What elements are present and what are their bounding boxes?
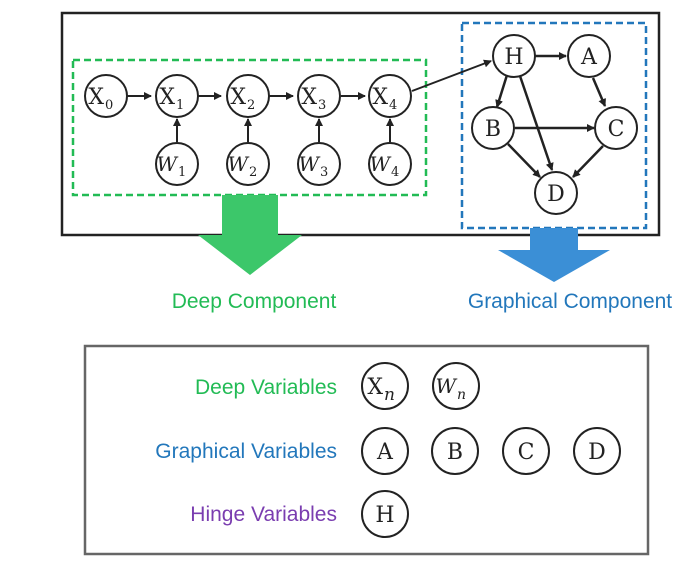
svg-text:0: 0 bbox=[105, 98, 113, 113]
legend-box bbox=[83, 344, 650, 556]
node-c: C bbox=[594, 106, 638, 150]
svg-text:n: n bbox=[384, 385, 395, 405]
deep-down-arrow bbox=[198, 195, 302, 275]
node-x0: X 0 bbox=[84, 74, 128, 118]
svg-text:2: 2 bbox=[247, 98, 255, 113]
outer-frame bbox=[60, 11, 661, 237]
svg-text:D: D bbox=[588, 440, 606, 465]
legend-node-xn: X n bbox=[361, 362, 409, 410]
svg-text:B: B bbox=[485, 117, 501, 142]
edge-c-d bbox=[572, 145, 604, 178]
legend-deep-label: Deep Variables bbox=[195, 376, 337, 399]
svg-text:X: X bbox=[301, 85, 317, 110]
svg-text:X: X bbox=[88, 85, 104, 110]
svg-text:W: W bbox=[156, 152, 178, 176]
deep-w-nodes: W 1 W 2 W 3 W 4 bbox=[155, 142, 412, 186]
node-x1: X 1 bbox=[155, 74, 199, 118]
svg-text:4: 4 bbox=[391, 165, 399, 180]
node-x2: X 2 bbox=[226, 74, 270, 118]
svg-text:A: A bbox=[376, 440, 394, 465]
svg-text:X: X bbox=[367, 375, 383, 400]
svg-text:3: 3 bbox=[318, 98, 326, 113]
svg-text:1: 1 bbox=[176, 98, 184, 113]
svg-text:H: H bbox=[504, 45, 523, 70]
node-x3: X 3 bbox=[297, 74, 341, 118]
legend-node-a: A bbox=[361, 427, 409, 475]
graph-edges bbox=[495, 52, 607, 178]
edge-h-d bbox=[518, 75, 554, 171]
deep-x-nodes: X 0 X 1 X 2 X 3 X 4 bbox=[84, 74, 412, 118]
svg-text:B: B bbox=[447, 440, 463, 465]
node-w3: W 3 bbox=[297, 142, 341, 186]
deep-component-label: Deep Component bbox=[172, 290, 337, 313]
edge-b-d bbox=[507, 143, 541, 178]
svg-text:1: 1 bbox=[178, 165, 186, 180]
svg-text:4: 4 bbox=[389, 98, 397, 113]
edge-h-b bbox=[495, 74, 509, 108]
legend-node-c: C bbox=[502, 427, 550, 475]
edge-x4-h bbox=[411, 59, 492, 92]
svg-text:A: A bbox=[580, 45, 598, 70]
graphical-down-arrow bbox=[498, 228, 610, 282]
svg-text:W: W bbox=[298, 152, 320, 176]
node-w1: W 1 bbox=[155, 142, 199, 186]
graphical-component-box bbox=[460, 21, 648, 230]
svg-text:X: X bbox=[159, 85, 175, 110]
node-a: A bbox=[567, 34, 611, 78]
legend-node-d: D bbox=[573, 427, 621, 475]
node-w4: W 4 bbox=[368, 142, 412, 186]
svg-text:D: D bbox=[547, 182, 565, 207]
legend-node-h: H bbox=[361, 490, 409, 538]
graph-nodes: H A B C D bbox=[471, 34, 638, 215]
svg-text:H: H bbox=[375, 503, 394, 528]
node-h: H bbox=[492, 34, 536, 78]
svg-text:X: X bbox=[230, 85, 246, 110]
node-w2: W 2 bbox=[226, 142, 270, 186]
node-b: B bbox=[471, 106, 515, 150]
svg-text:W: W bbox=[227, 152, 249, 176]
edge-a-c bbox=[591, 77, 607, 107]
legend-graphical-label: Graphical Variables bbox=[155, 440, 337, 463]
deep-chain-edges bbox=[127, 59, 492, 142]
svg-text:C: C bbox=[518, 440, 535, 465]
svg-text:X: X bbox=[372, 85, 388, 110]
svg-text:W: W bbox=[369, 152, 391, 176]
graphical-component-label: Graphical Component bbox=[468, 290, 672, 313]
node-x4: X 4 bbox=[368, 74, 412, 118]
legend-node-b: B bbox=[431, 427, 479, 475]
node-d: D bbox=[534, 171, 578, 215]
svg-text:C: C bbox=[608, 117, 625, 142]
legend-node-wn: W n bbox=[432, 362, 480, 410]
svg-text:2: 2 bbox=[249, 165, 257, 180]
svg-text:W: W bbox=[435, 374, 457, 398]
svg-text:3: 3 bbox=[320, 165, 328, 180]
legend-hinge-label: Hinge Variables bbox=[190, 503, 337, 526]
svg-text:n: n bbox=[457, 387, 466, 403]
